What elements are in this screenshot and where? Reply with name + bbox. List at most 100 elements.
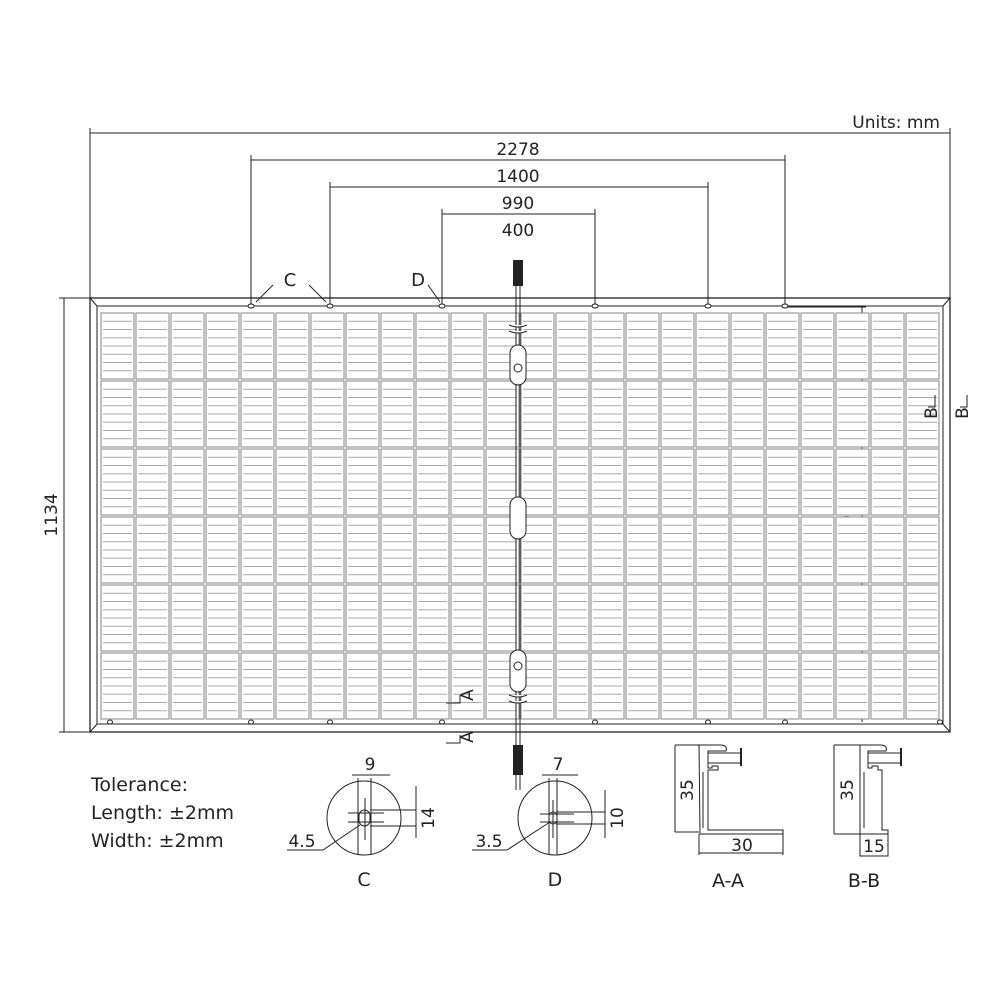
solar-cell [660, 652, 695, 720]
solar-cell [870, 652, 905, 720]
cell-grid [100, 312, 940, 720]
solar-cell [310, 448, 345, 516]
solar-cell [555, 312, 590, 380]
solar-cell [135, 312, 170, 380]
solar-cell [905, 584, 940, 652]
solar-cell [170, 380, 205, 448]
callout-c: C [284, 270, 297, 291]
solar-cell [835, 380, 870, 448]
detail-d-slot-width: 7 [553, 755, 564, 775]
solar-cell [695, 584, 730, 652]
mounting-hole [705, 719, 711, 725]
solar-cell [730, 652, 765, 720]
solar-cell [415, 380, 450, 448]
section-bb-label: B-B [848, 870, 880, 892]
section-b-left: B [922, 407, 942, 419]
solar-cell [555, 380, 590, 448]
solar-cell [625, 312, 660, 380]
solar-cell [520, 448, 555, 516]
mounting-hole [107, 719, 113, 725]
solar-cell [765, 516, 800, 584]
solar-cell [170, 516, 205, 584]
arrow-d [427, 284, 441, 303]
solar-cell [415, 312, 450, 380]
solar-cell [590, 380, 625, 448]
mounting-hole [592, 719, 598, 725]
solar-cell [240, 312, 275, 380]
mounting-hole [248, 719, 254, 725]
solar-cell [555, 652, 590, 720]
tolerance-width: Width: ±2mm [91, 830, 224, 852]
solar-cell [765, 380, 800, 448]
solar-cell [730, 516, 765, 584]
solar-cell [205, 312, 240, 380]
section-marker-b [928, 395, 968, 408]
dim-2278: 2278 [496, 140, 539, 160]
solar-cell [555, 584, 590, 652]
solar-cell [835, 652, 870, 720]
solar-cell [240, 652, 275, 720]
solar-cell [625, 516, 660, 584]
solar-cell [625, 448, 660, 516]
solar-cell [100, 380, 135, 448]
solar-cell [800, 516, 835, 584]
solar-cell [660, 312, 695, 380]
mounting-hole [327, 719, 333, 725]
dimension-lines [59, 128, 951, 733]
solar-cell [100, 652, 135, 720]
connector-bottom [513, 745, 523, 775]
solar-cell [345, 380, 380, 448]
detail-d-slot-height: 10 [608, 807, 628, 829]
section-aa-width: 30 [731, 836, 753, 856]
solar-cell [450, 652, 485, 720]
solar-cell [555, 516, 590, 584]
solar-cell [695, 448, 730, 516]
solar-cell [870, 448, 905, 516]
solar-cell [275, 584, 310, 652]
units-label: Units: mm [852, 113, 940, 133]
solar-cell [905, 312, 940, 380]
solar-cell [240, 380, 275, 448]
solar-cell [625, 584, 660, 652]
solar-cell [170, 448, 205, 516]
mounting-hole [704, 303, 712, 309]
mounting-hole [782, 719, 788, 725]
solar-cell [205, 584, 240, 652]
solar-cell [380, 516, 415, 584]
detail-c-label: C [357, 869, 370, 891]
solar-cell [345, 652, 380, 720]
mounting-hole [937, 719, 943, 725]
solar-cell [380, 380, 415, 448]
junction-box-3 [509, 649, 527, 693]
solar-cell [450, 312, 485, 380]
solar-cell [800, 312, 835, 380]
dim-1400: 1400 [496, 167, 539, 187]
mounting-hole [438, 303, 446, 309]
solar-cell [415, 448, 450, 516]
solar-cell [905, 652, 940, 720]
solar-cell [765, 448, 800, 516]
detail-d-label: D [548, 869, 563, 891]
dim-990: 990 [502, 194, 534, 214]
solar-cell [205, 516, 240, 584]
solar-cell [275, 380, 310, 448]
solar-cell [730, 380, 765, 448]
section-marker-a [446, 695, 461, 744]
solar-cell [205, 380, 240, 448]
solar-cell [660, 516, 695, 584]
solar-cell [660, 448, 695, 516]
solar-cell [450, 584, 485, 652]
solar-cell [905, 448, 940, 516]
solar-cell [870, 312, 905, 380]
detail-d [472, 774, 606, 856]
solar-cell [485, 584, 520, 652]
solar-cell [765, 312, 800, 380]
solar-cell [170, 584, 205, 652]
solar-cell [590, 652, 625, 720]
mounting-hole [591, 303, 599, 309]
solar-cell [835, 516, 870, 584]
solar-cell [520, 380, 555, 448]
solar-cell [310, 516, 345, 584]
solar-cell [695, 380, 730, 448]
